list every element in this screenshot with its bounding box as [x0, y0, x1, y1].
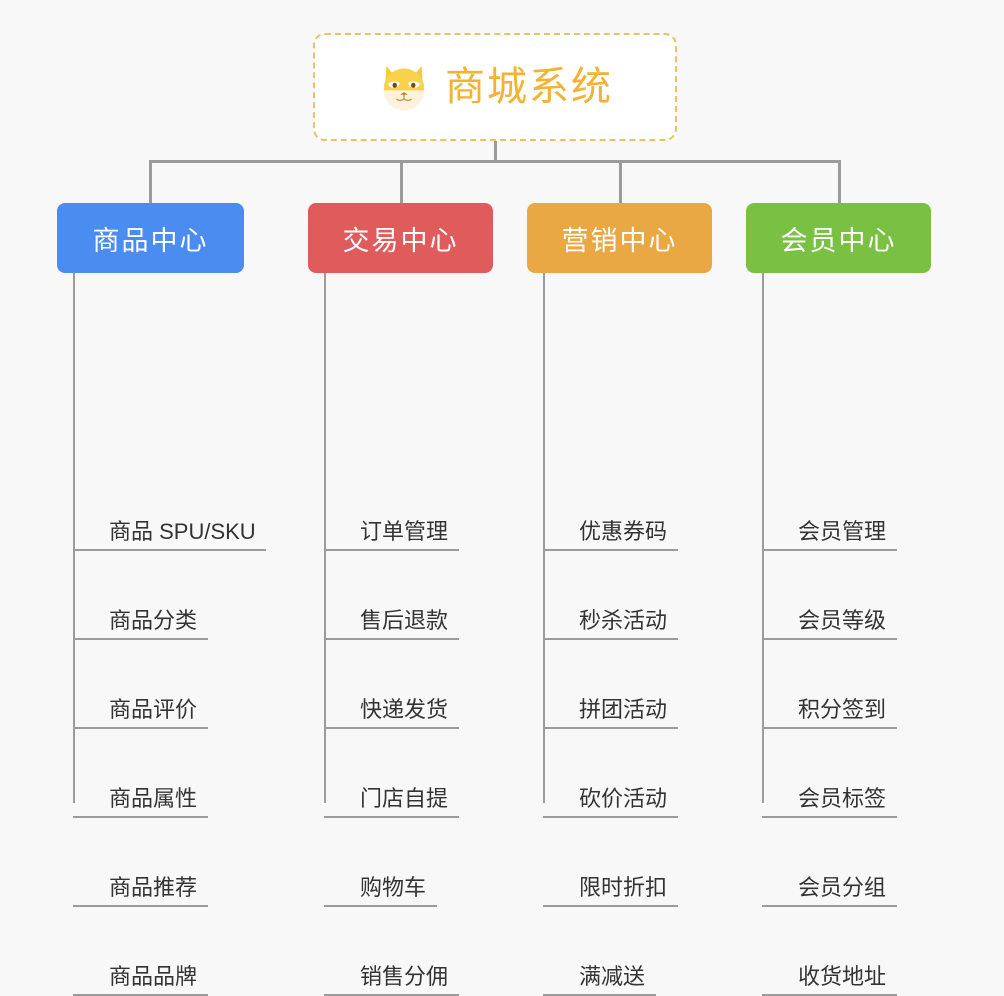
leaf-label: 拼团活动 — [579, 696, 668, 722]
leaf-label: 限时折扣 — [579, 874, 668, 900]
leaf-label: 商品评价 — [109, 696, 198, 722]
leaf-item-2-4[interactable]: 门店自提 — [324, 729, 459, 818]
leaf-label: 秒杀活动 — [579, 607, 668, 633]
leaf-item-4-6[interactable]: 收货地址 — [762, 907, 897, 996]
leaf-item-1-5[interactable]: 商品推荐 — [73, 818, 208, 907]
root-node[interactable]: 商城系统 — [313, 33, 677, 141]
shiba-dog-face-icon — [383, 65, 425, 111]
connector-bus — [149, 160, 840, 163]
category-header-3[interactable]: 营销中心 — [527, 203, 712, 273]
connector-drop-4 — [838, 160, 841, 205]
leaf-label: 门店自提 — [360, 785, 449, 811]
leaf-item-1-3[interactable]: 商品评价 — [73, 640, 208, 729]
connector-drop-1 — [149, 160, 152, 205]
column-spine-3 — [543, 273, 545, 803]
leaf-label: 收货地址 — [798, 963, 887, 989]
leaf-label: 会员等级 — [798, 607, 887, 633]
category-header-4[interactable]: 会员中心 — [746, 203, 931, 273]
leaf-label: 砍价活动 — [579, 785, 668, 811]
leaf-label: 优惠券码 — [579, 518, 668, 544]
leaf-label: 会员分组 — [798, 874, 887, 900]
column-spine-2 — [324, 273, 326, 803]
leaf-label: 商品推荐 — [109, 874, 198, 900]
leaf-item-2-5[interactable]: 购物车 — [324, 818, 437, 907]
leaf-item-3-1[interactable]: 优惠券码 — [543, 462, 678, 551]
leaf-item-4-1[interactable]: 会员管理 — [762, 462, 897, 551]
leaf-label: 会员标签 — [798, 785, 887, 811]
leaf-label: 满减送 — [579, 963, 646, 989]
leaf-label: 商品 SPU/SKU — [109, 518, 256, 544]
leaf-item-1-1[interactable]: 商品 SPU/SKU — [73, 462, 266, 551]
mindmap-canvas: 商城系统 商品中心 商品 SPU/SKU 商品分类 商品评价 商品属性 商品推荐… — [57, 33, 931, 996]
leaf-item-2-3[interactable]: 快递发货 — [324, 640, 459, 729]
leaf-label: 商品属性 — [109, 785, 198, 811]
leaf-label: 商品品牌 — [109, 963, 198, 989]
leaf-item-1-4[interactable]: 商品属性 — [73, 729, 208, 818]
leaf-item-3-3[interactable]: 拼团活动 — [543, 640, 678, 729]
leaf-item-4-2[interactable]: 会员等级 — [762, 551, 897, 640]
leaf-item-1-6[interactable]: 商品品牌 — [73, 907, 208, 996]
leaf-label: 销售分佣 — [360, 963, 449, 989]
leaf-item-1-2[interactable]: 商品分类 — [73, 551, 208, 640]
leaf-item-4-5[interactable]: 会员分组 — [762, 818, 897, 907]
connector-drop-2 — [400, 160, 403, 205]
leaf-item-2-2[interactable]: 售后退款 — [324, 551, 459, 640]
category-header-label: 商品中心 — [92, 225, 209, 256]
leaf-label: 商品分类 — [109, 607, 198, 633]
leaf-item-3-6[interactable]: 满减送 — [543, 907, 656, 996]
category-header-1[interactable]: 商品中心 — [57, 203, 244, 273]
leaf-item-3-4[interactable]: 砍价活动 — [543, 729, 678, 818]
leaf-label: 售后退款 — [360, 607, 449, 633]
leaf-item-3-2[interactable]: 秒杀活动 — [543, 551, 678, 640]
category-header-label: 营销中心 — [561, 225, 678, 256]
leaf-label: 积分签到 — [798, 696, 887, 722]
leaf-label: 购物车 — [360, 874, 427, 900]
leaf-item-4-4[interactable]: 会员标签 — [762, 729, 897, 818]
column-spine-1 — [73, 273, 75, 803]
category-header-2[interactable]: 交易中心 — [308, 203, 493, 273]
column-spine-4 — [762, 273, 764, 803]
leaf-item-4-3[interactable]: 积分签到 — [762, 640, 897, 729]
leaf-item-2-6[interactable]: 销售分佣 — [324, 907, 459, 996]
category-header-label: 交易中心 — [342, 225, 459, 256]
connector-drop-3 — [619, 160, 622, 205]
leaf-item-3-5[interactable]: 限时折扣 — [543, 818, 678, 907]
connector-root-stem — [494, 141, 497, 163]
leaf-label: 会员管理 — [798, 518, 887, 544]
root-title: 商城系统 — [445, 65, 613, 109]
leaf-item-2-1[interactable]: 订单管理 — [324, 462, 459, 551]
category-header-label: 会员中心 — [780, 225, 897, 256]
leaf-label: 快递发货 — [360, 696, 449, 722]
leaf-label: 订单管理 — [360, 518, 449, 544]
